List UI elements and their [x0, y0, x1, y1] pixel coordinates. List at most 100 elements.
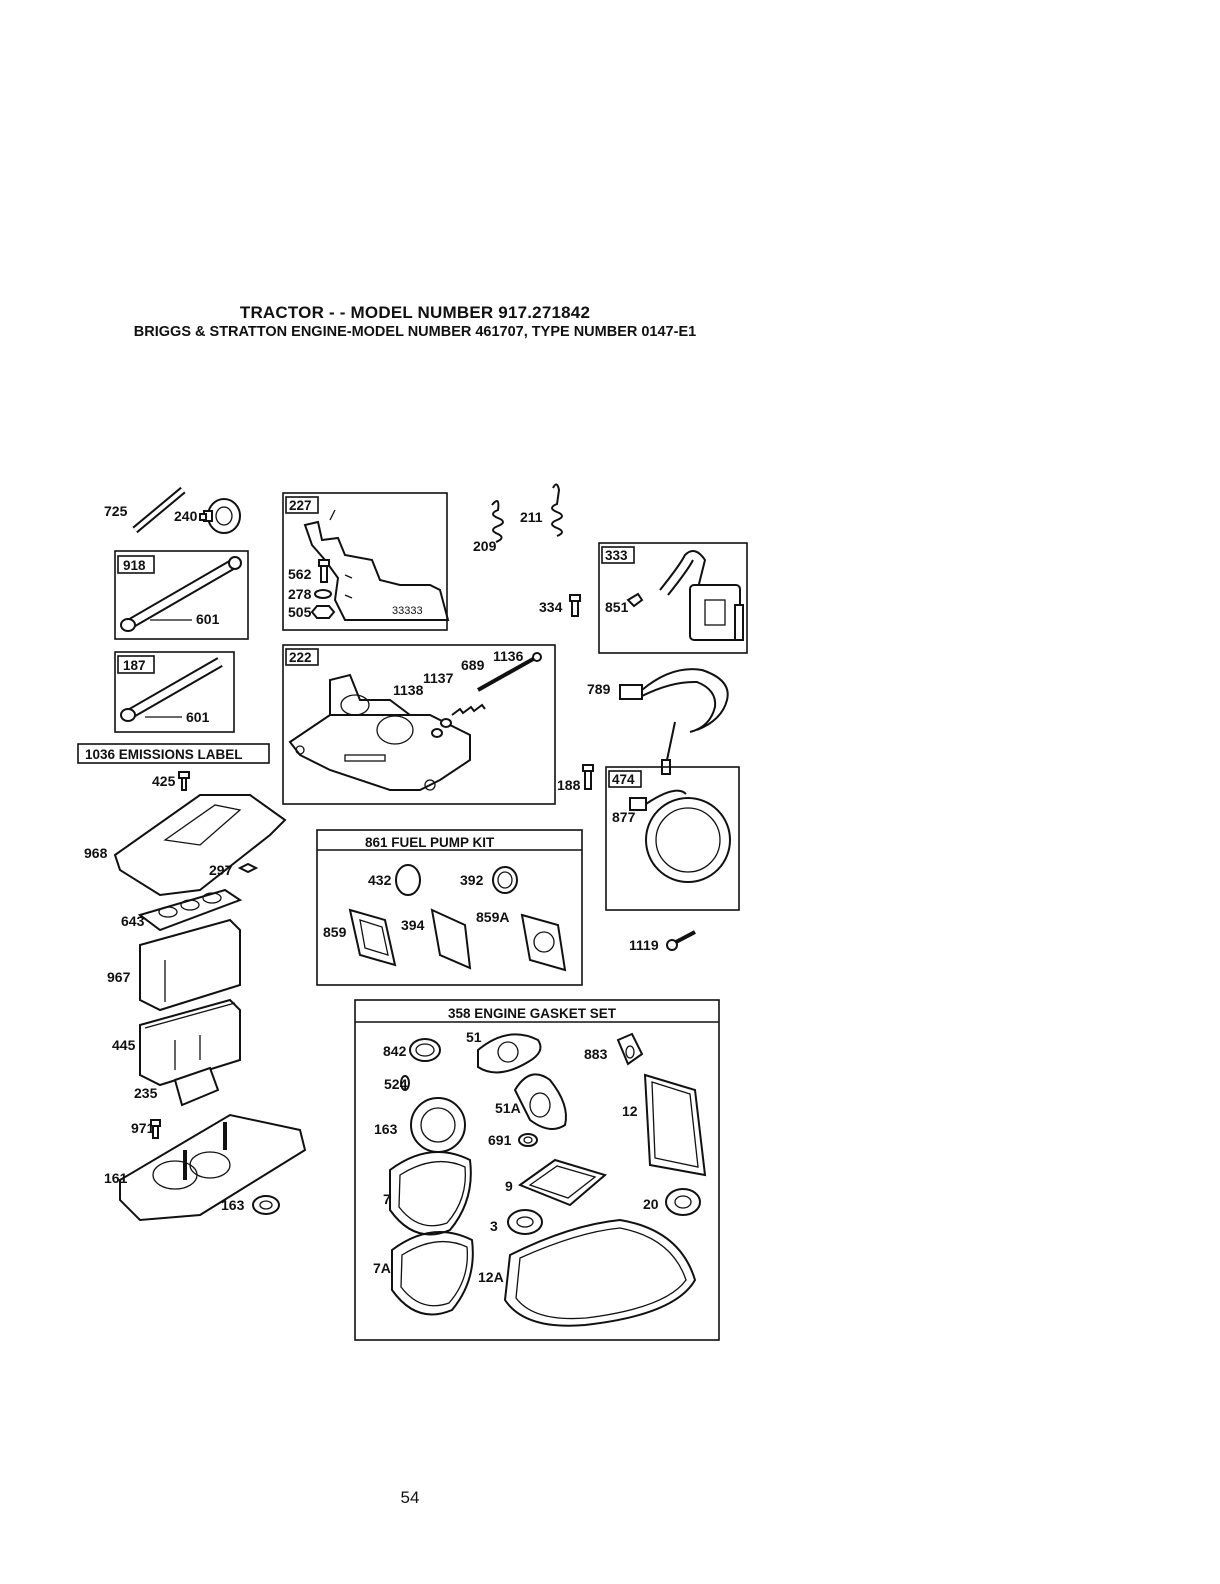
- label-918: 918: [123, 558, 146, 573]
- engine-gasket-set-box: [354, 999, 720, 1341]
- label-425: 425: [152, 773, 176, 789]
- spring-211: [551, 483, 563, 537]
- label-789: 789: [587, 681, 611, 697]
- label-163-b: 163: [374, 1121, 398, 1137]
- box-222: [282, 644, 556, 805]
- air-cleaner-cover-968: [113, 794, 287, 897]
- emissions-label: 1036 EMISSIONS LABEL: [85, 747, 243, 762]
- gasket-163-a: [252, 1195, 280, 1215]
- label-227: 227: [289, 498, 312, 513]
- screw-971: [150, 1119, 161, 1139]
- clip-851: [626, 592, 644, 608]
- wing-nut-297: [237, 862, 259, 874]
- engine-gasket-set-label: 358 ENGINE GASKET SET: [448, 1006, 617, 1021]
- gasket-9: [517, 1158, 608, 1207]
- label-877: 877: [612, 809, 636, 825]
- bolt-1136: [477, 652, 542, 692]
- gasket-51: [477, 1033, 542, 1074]
- box-918: [114, 550, 249, 640]
- label-187: 187: [123, 658, 146, 673]
- control-bracket-227: 33333: [303, 509, 450, 621]
- gasket-12A: [503, 1218, 697, 1327]
- label-474: 474: [612, 772, 635, 787]
- label-883: 883: [584, 1046, 608, 1062]
- wire-harness-789: [619, 668, 729, 775]
- label-971: 971: [131, 1120, 155, 1136]
- fuel-filter-240: [199, 498, 241, 534]
- label-209: 209: [473, 538, 497, 554]
- control-plate-222: [288, 673, 471, 791]
- label-333: 333: [605, 548, 628, 563]
- label-161: 161: [104, 1170, 128, 1186]
- gasket-7A: [391, 1231, 474, 1316]
- label-505: 505: [288, 604, 312, 620]
- label-163-a: 163: [221, 1197, 245, 1213]
- label-859: 859: [323, 924, 347, 940]
- gasket-12: [643, 1073, 707, 1177]
- label-967: 967: [107, 969, 131, 985]
- label-691: 691: [488, 1132, 512, 1148]
- page-number: 54: [400, 1488, 420, 1507]
- seal-432: [395, 864, 421, 896]
- filter-cartridge-445: [139, 998, 241, 1087]
- label-524: 524: [384, 1076, 408, 1092]
- fuel-pump-kit-label: 861 FUEL PUMP KIT: [365, 835, 495, 850]
- label-278: 278: [288, 586, 312, 602]
- box-227-tag: [285, 496, 319, 514]
- page-subtitle: BRIGGS & STRATTON ENGINE-MODEL NUMBER 46…: [133, 324, 697, 340]
- bolt-1119: [666, 930, 696, 951]
- label-1137: 1137: [423, 670, 454, 686]
- gasket-842: [409, 1038, 441, 1062]
- box-333: [598, 542, 748, 654]
- label-334: 334: [539, 599, 563, 615]
- washer-278: [314, 589, 332, 599]
- label-643: 643: [121, 913, 145, 929]
- gasket-163-b: [410, 1097, 466, 1153]
- seal-691: [518, 1133, 538, 1147]
- label-51: 51: [466, 1029, 482, 1045]
- emissions-label-box: [77, 743, 270, 764]
- label-1119: 1119: [629, 937, 659, 953]
- gasket-7: [389, 1151, 472, 1236]
- label-7: 7: [383, 1191, 391, 1207]
- label-9: 9: [505, 1178, 513, 1194]
- bracket-235: [173, 1066, 220, 1107]
- ignition-armature: [659, 550, 744, 641]
- label-188: 188: [557, 777, 581, 793]
- label-562: 562: [288, 566, 312, 582]
- box-333-tag: [601, 546, 635, 564]
- label-601-a: 601: [196, 611, 220, 627]
- label-235: 235: [134, 1085, 158, 1101]
- fuel-tube-601-b: [120, 657, 223, 722]
- label-1138: 1138: [393, 682, 424, 698]
- washer-1137: [440, 718, 452, 728]
- label-12: 12: [622, 1103, 638, 1119]
- seal-524: [400, 1075, 410, 1091]
- screw-188: [582, 764, 594, 790]
- label-842: 842: [383, 1043, 407, 1059]
- gasket-883: [616, 1032, 644, 1066]
- label-689: 689: [461, 657, 485, 673]
- label-297: 297: [209, 862, 233, 878]
- label-7A: 7A: [373, 1260, 391, 1276]
- box-474: [605, 766, 740, 911]
- box-187-tag: [117, 655, 155, 674]
- label-601-b: 601: [186, 709, 210, 725]
- page-title: TRACTOR - - MODEL NUMBER 917.271842: [239, 303, 591, 322]
- gasket-51A: [513, 1073, 567, 1130]
- box-227: [282, 492, 448, 631]
- box-474-tag: [608, 770, 642, 788]
- seal-20: [665, 1188, 701, 1216]
- label-445: 445: [112, 1037, 136, 1053]
- label-1136: 1136: [493, 648, 524, 664]
- screw-334: [569, 594, 581, 617]
- precleaner-967: [139, 918, 241, 1012]
- washer-1138: [431, 728, 443, 738]
- seal-643: [137, 888, 243, 932]
- screw-425: [178, 771, 190, 791]
- diaphragm-394: [430, 908, 472, 970]
- label-240: 240: [174, 508, 198, 524]
- label-3: 3: [490, 1218, 498, 1234]
- label-392: 392: [460, 872, 484, 888]
